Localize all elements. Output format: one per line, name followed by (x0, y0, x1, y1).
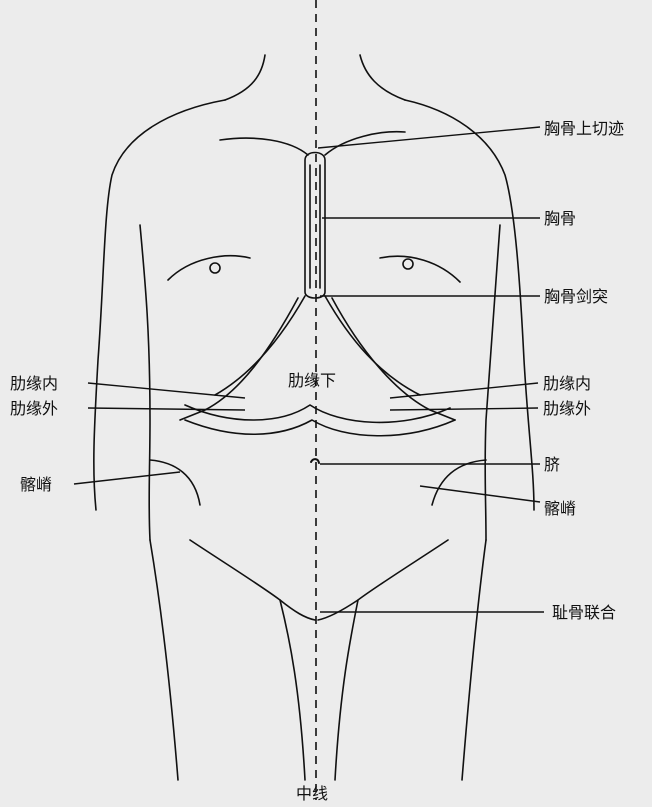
label-umbilicus: 脐 (544, 456, 560, 474)
label-costal-outer-right: 肋缘外 (543, 400, 591, 418)
label-costal-lower: 肋缘下 (288, 372, 336, 390)
label-iliac-right: 髂嵴 (544, 500, 576, 518)
label-costal-inner-right: 肋缘内 (543, 375, 591, 393)
label-midline: 中线 (296, 785, 328, 803)
label-iliac-left: 髂嵴 (20, 476, 52, 494)
label-costal-outer-left: 肋缘外 (10, 400, 58, 418)
label-pubic-symphysis: 耻骨联合 (552, 604, 616, 622)
label-xiphoid: 胸骨剑突 (544, 288, 608, 306)
label-costal-inner-left: 肋缘内 (10, 375, 58, 393)
label-sternum: 胸骨 (544, 210, 576, 228)
label-sternal-notch: 胸骨上切迹 (544, 120, 624, 138)
